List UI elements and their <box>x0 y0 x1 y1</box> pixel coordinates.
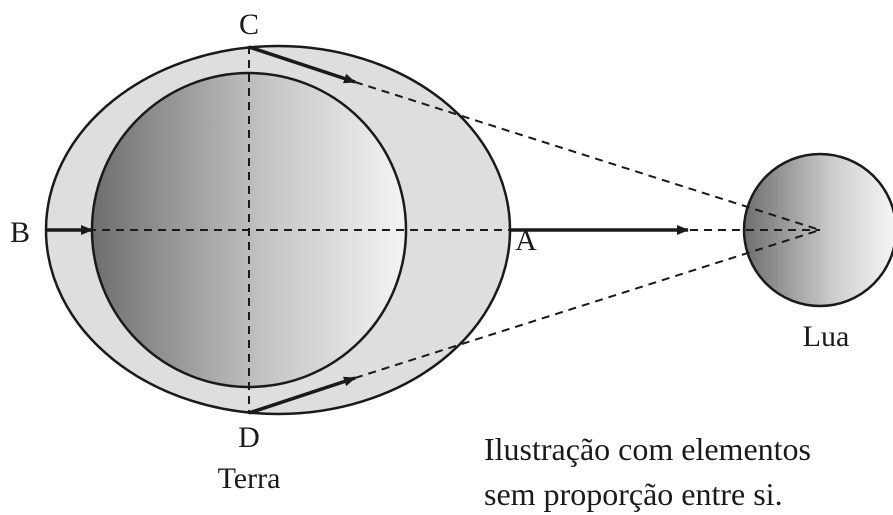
label-earth: Terra <box>218 462 281 495</box>
arrow-d <box>248 376 356 415</box>
line-d-to-moon-dashed <box>354 229 821 379</box>
label-moon: Lua <box>803 320 850 353</box>
arrow-c <box>248 45 356 84</box>
line-c-to-moon-dashed <box>354 81 821 231</box>
note-line-1: Ilustração com elementos <box>484 431 811 467</box>
label-d: D <box>238 421 260 454</box>
label-a: A <box>515 224 537 257</box>
label-b: B <box>10 216 30 249</box>
note-line-2: sem proporção entre si. <box>484 476 783 512</box>
label-c: C <box>239 8 259 41</box>
